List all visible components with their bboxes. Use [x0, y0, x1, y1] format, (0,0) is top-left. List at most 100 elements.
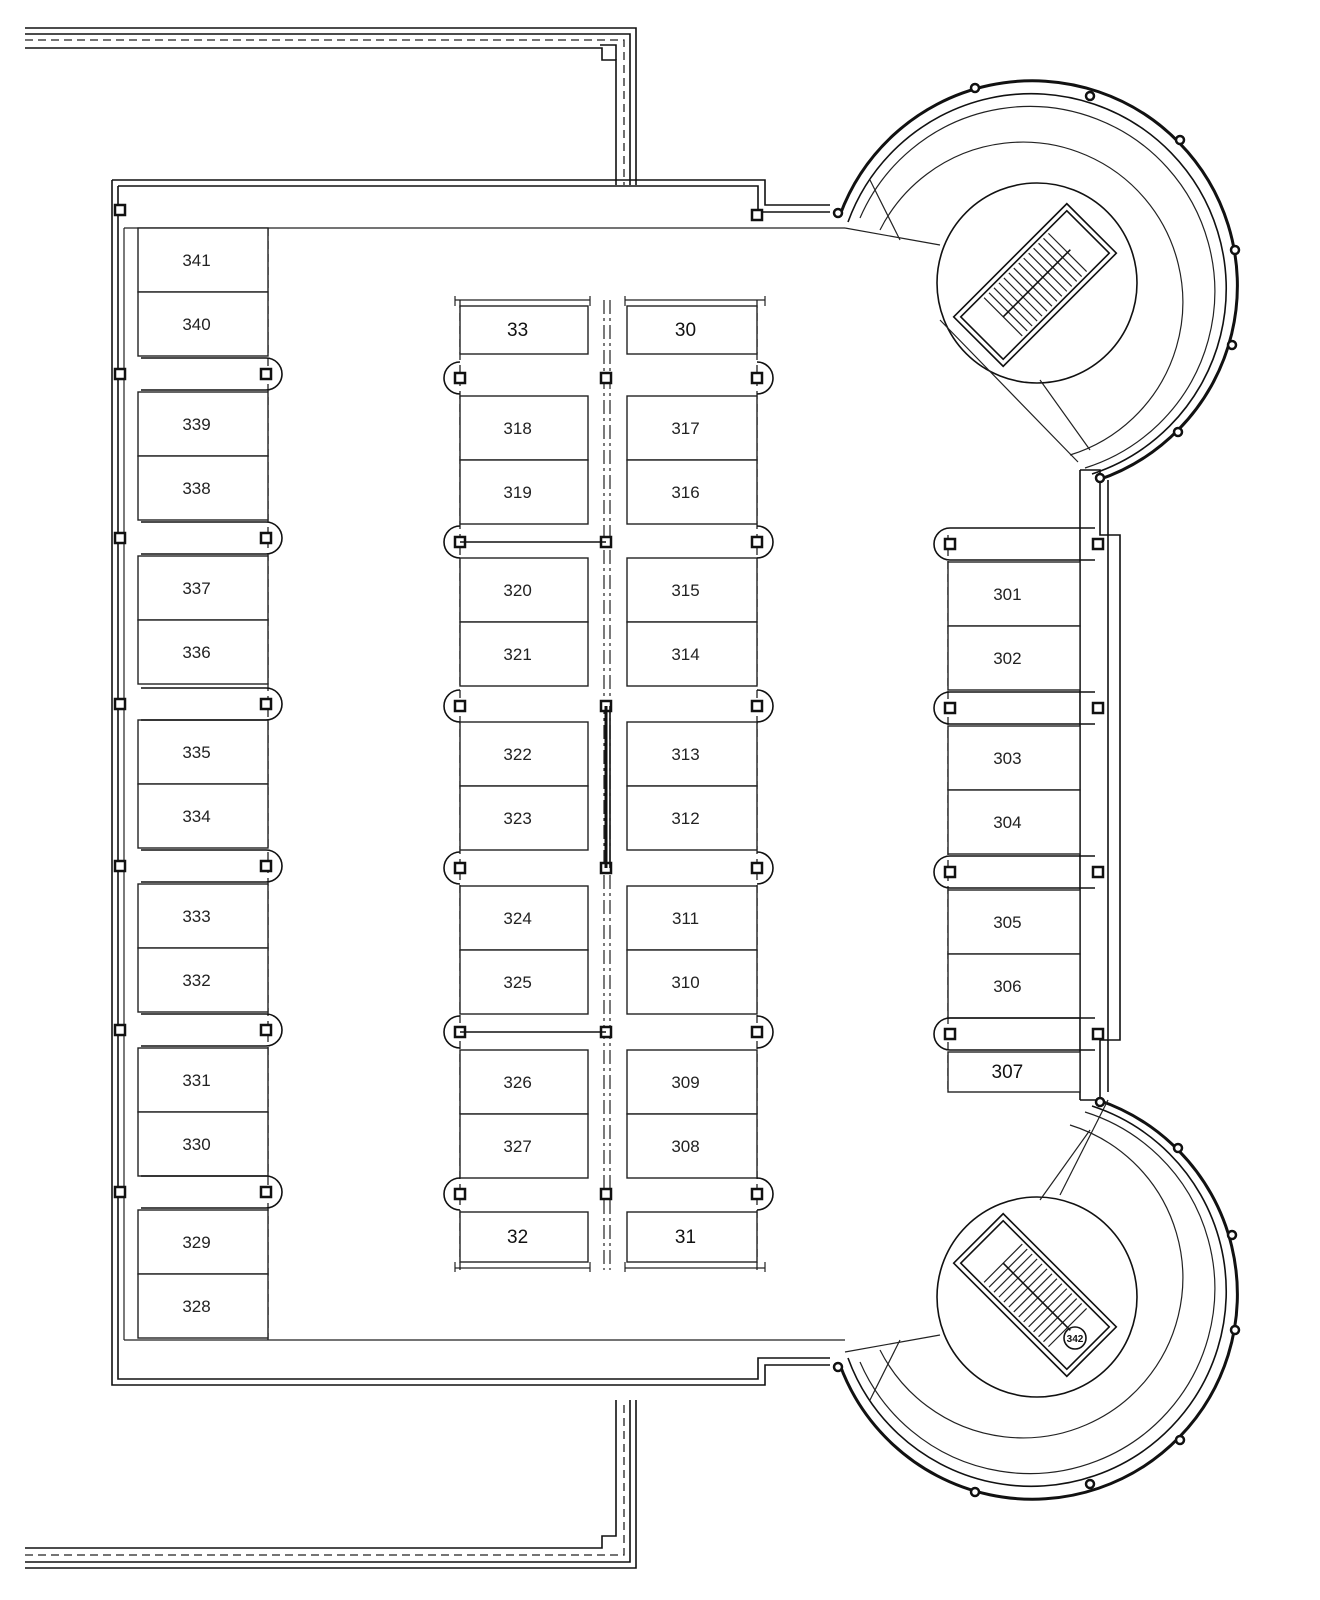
post [1091, 1027, 1105, 1041]
storage-unit[interactable]: 318 [459, 395, 589, 461]
storage-unit-label: 304 [993, 813, 1021, 832]
storage-unit[interactable]: 324 [459, 885, 589, 951]
storage-unit-label: 309 [671, 1073, 699, 1092]
storage-unit-label: 313 [671, 745, 699, 764]
storage-unit-label: 32 [507, 1227, 528, 1248]
storage-unit[interactable]: 311 [626, 885, 758, 951]
post [443, 361, 467, 395]
storage-unit-label: 340 [182, 315, 210, 334]
storage-unit[interactable]: 317 [626, 395, 758, 461]
storage-unit[interactable]: 330 [137, 1111, 269, 1177]
storage-unit[interactable]: 319 [459, 459, 589, 525]
storage-unit[interactable]: 329 [137, 1209, 269, 1275]
storage-unit-label: 324 [503, 909, 531, 928]
aisle-guides [267, 228, 949, 1340]
storage-unit-label: 305 [993, 913, 1021, 932]
storage-unit-label: 330 [182, 1135, 210, 1154]
post [443, 1177, 467, 1211]
storage-unit[interactable]: 332 [137, 947, 269, 1013]
storage-unit-label: 341 [182, 251, 210, 270]
post [599, 1187, 613, 1201]
post [1091, 701, 1105, 715]
storage-unit-label: 33 [507, 320, 528, 341]
post [599, 371, 613, 385]
storage-unit[interactable]: 303 [947, 725, 1081, 791]
post [750, 361, 774, 395]
post [933, 1017, 1095, 1051]
storage-unit[interactable]: 333 [137, 883, 269, 949]
storage-unit-label: 320 [503, 581, 531, 600]
storage-unit[interactable]: 325 [459, 949, 589, 1015]
storage-unit[interactable]: 33 [459, 305, 589, 355]
storage-unit-label: 337 [182, 579, 210, 598]
storage-unit[interactable]: 32 [459, 1211, 589, 1263]
storage-unit-label: 314 [671, 645, 699, 664]
storage-unit[interactable]: 316 [626, 459, 758, 525]
post [1091, 537, 1105, 551]
storage-unit[interactable]: 306 [947, 953, 1081, 1019]
storage-unit-label: 303 [993, 749, 1021, 768]
post [933, 527, 1095, 561]
storage-unit[interactable]: 312 [626, 785, 758, 851]
post [141, 521, 283, 555]
storage-unit-label: 336 [182, 643, 210, 662]
storage-unit[interactable]: 322 [459, 721, 589, 787]
storage-unit[interactable]: 310 [626, 949, 758, 1015]
storage-unit-label: 322 [503, 745, 531, 764]
storage-unit-label: 301 [993, 585, 1021, 604]
storage-unit-label: 321 [503, 645, 531, 664]
storage-unit-label: 306 [993, 977, 1021, 996]
storage-unit[interactable]: 339 [137, 391, 269, 457]
post [750, 851, 774, 885]
storage-unit[interactable]: 302 [947, 625, 1081, 691]
storage-unit-label: 328 [182, 1297, 210, 1316]
post [1091, 865, 1105, 879]
storage-unit-label: 315 [671, 581, 699, 600]
storage-unit[interactable]: 341 [137, 227, 269, 293]
storage-unit[interactable]: 334 [137, 783, 269, 849]
storage-unit-label: 331 [182, 1071, 210, 1090]
post [141, 849, 283, 883]
stair-tag-label: 342 [1067, 1334, 1084, 1345]
post [933, 691, 1095, 725]
storage-unit-label: 31 [675, 1227, 696, 1248]
external-corridor-walls [25, 27, 637, 1569]
storage-unit[interactable]: 335 [137, 719, 269, 785]
storage-unit[interactable]: 338 [137, 455, 269, 521]
storage-unit[interactable]: 326 [459, 1049, 589, 1115]
storage-unit[interactable]: 304 [947, 789, 1081, 855]
storage-unit[interactable]: 337 [137, 555, 269, 621]
post [141, 1013, 283, 1047]
storage-unit[interactable]: 321 [459, 621, 589, 687]
storage-unit-label: 325 [503, 973, 531, 992]
storage-unit[interactable]: 315 [626, 557, 758, 623]
stair-tower-top [832, 79, 1241, 484]
storage-unit[interactable]: 308 [626, 1113, 758, 1179]
storage-unit[interactable]: 309 [626, 1049, 758, 1115]
storage-unit-label: 339 [182, 415, 210, 434]
post [750, 1015, 774, 1049]
storage-unit-label: 318 [503, 419, 531, 438]
storage-unit[interactable]: 323 [459, 785, 589, 851]
storage-unit[interactable]: 314 [626, 621, 758, 687]
storage-unit[interactable]: 336 [137, 619, 269, 685]
storage-unit[interactable]: 320 [459, 557, 589, 623]
storage-unit[interactable]: 328 [137, 1273, 269, 1339]
storage-unit[interactable]: 307 [947, 1051, 1081, 1093]
post [113, 1023, 127, 1037]
post [933, 855, 1095, 889]
storage-unit-label: 312 [671, 809, 699, 828]
storage-unit[interactable]: 30 [626, 305, 758, 355]
storage-unit[interactable]: 313 [626, 721, 758, 787]
storage-unit-label: 332 [182, 971, 210, 990]
storage-unit-label: 311 [672, 909, 699, 928]
storage-unit-label: 323 [503, 809, 531, 828]
storage-unit[interactable]: 327 [459, 1113, 589, 1179]
storage-unit[interactable]: 340 [137, 291, 269, 357]
storage-unit[interactable]: 305 [947, 889, 1081, 955]
storage-unit[interactable]: 301 [947, 561, 1081, 627]
storage-unit-label: 319 [503, 483, 531, 502]
storage-unit[interactable]: 31 [626, 1211, 758, 1263]
storage-unit[interactable]: 331 [137, 1047, 269, 1113]
